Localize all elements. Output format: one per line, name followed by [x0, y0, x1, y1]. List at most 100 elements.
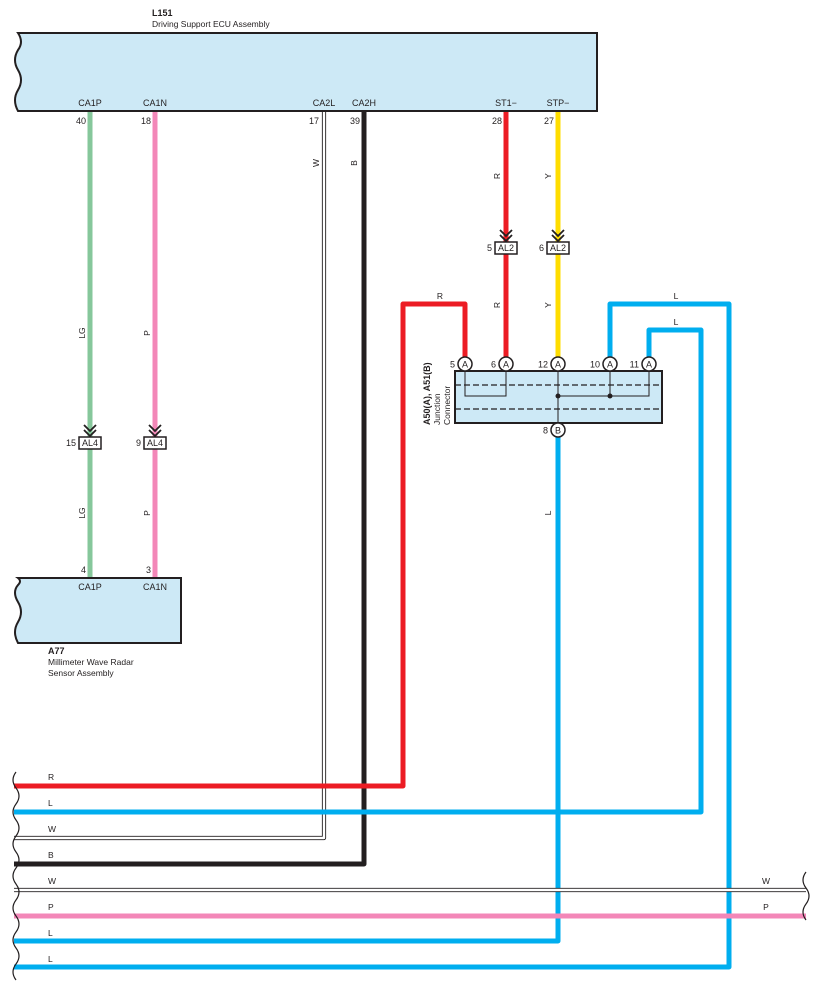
wires-layer — [14, 112, 806, 970]
inline-connector-al2-5: AL2 5 — [487, 229, 518, 255]
bus-label-p: P — [48, 902, 54, 912]
wire-label-jc-pin8: L — [543, 510, 553, 515]
wire-label-ca2l: W — [311, 159, 321, 167]
ecu-terminal-ca1n: CA1N — [143, 98, 167, 108]
junction-pin-5-pin: 5 — [450, 360, 455, 370]
bus-label-l2: L — [48, 928, 53, 938]
junction-connector: A50(A), A51(B) Junction Connector — [422, 362, 663, 425]
ecu-box — [14, 32, 598, 112]
junction-pin-10: A 10 — [590, 356, 618, 372]
wire-label-ca1n-lower: P — [142, 510, 152, 516]
junction-bridge-10-11 — [610, 371, 650, 397]
bus-label-l1: L — [48, 798, 53, 808]
ecu-pin-27: 27 — [544, 116, 554, 126]
inline-connector-al4-9-box — [143, 436, 167, 450]
junction-pin-10-circle — [602, 356, 618, 372]
wire-label-ca1n-upper: P — [142, 330, 152, 336]
bus-label-b: B — [48, 850, 54, 860]
ecu-component: L151 Driving Support ECU Assembly CA1P C… — [14, 8, 598, 126]
ecu-pin-39: 39 — [350, 116, 360, 126]
junction-pin-11: A11 — [630, 356, 657, 372]
inline-connector-al2-6-box — [546, 241, 570, 255]
radar-component: 4 3 CA1P CA1N A77 Millimeter Wave Radar … — [14, 565, 182, 678]
inline-connector-al4-15-name: AL4 — [82, 438, 98, 448]
bus-label-w2-right: W — [762, 876, 770, 886]
wire-jc11-l — [14, 327, 704, 815]
junction-pin-5-conn: A — [462, 360, 468, 370]
junction-pin-11-pin: 11 — [630, 360, 639, 370]
wire-jc5-r — [14, 301, 468, 789]
ecu-terminal-stp: STP− — [547, 98, 570, 108]
junction-splice-dot — [555, 393, 561, 399]
wire-label-ca1p-upper: LG — [77, 327, 87, 338]
inline-connector-al4-15-pin: 15 — [66, 438, 76, 448]
junction-splice-dot — [607, 393, 613, 399]
junction-pin-10-conn: A — [607, 360, 613, 370]
radar-pin-4: 4 — [81, 565, 86, 575]
wire-label-st1-lower: R — [492, 302, 502, 308]
ecu-pin-18: 18 — [141, 116, 151, 126]
radar-code: A77 — [48, 646, 65, 656]
junction-pin-5: A5 — [450, 356, 473, 372]
wire-ca2l-w-outline — [14, 112, 327, 841]
inline-connector-al2-5-name: AL2 — [498, 243, 514, 253]
wire-label-st1-upper: R — [492, 173, 502, 179]
junction-pin-11-circle — [641, 356, 657, 372]
ecu-name: Driving Support ECU Assembly — [152, 19, 270, 29]
wire-label-ca2h: B — [349, 160, 359, 166]
radar-name-line2: Sensor Assembly — [48, 668, 114, 678]
harness-break-left — [12, 771, 20, 981]
wire-jc8-l — [14, 436, 561, 944]
junction-pin-5-circle — [457, 356, 473, 372]
ecu-terminal-ca1p: CA1P — [78, 98, 102, 108]
junction-pin-8-conn: B — [555, 426, 561, 436]
inline-connector-al2-6-pin: 6 — [539, 243, 544, 253]
junction-pin-12-pin: 12 — [538, 360, 548, 370]
inline-connector-al4-15-chevron — [83, 424, 97, 438]
junction-pin-8-circle — [550, 422, 566, 438]
junction-pin-6-pin: 6 — [491, 360, 496, 370]
bus-label-r: R — [48, 772, 54, 782]
inline-connector-al2-5-chevron — [499, 229, 513, 243]
junction-name-line2: Connector — [442, 386, 452, 425]
inline-connector-al4-9-pin: 9 — [136, 438, 141, 448]
radar-terminal-ca1n: CA1N — [143, 582, 167, 592]
wire-label-stp-lower: Y — [543, 302, 553, 308]
wire-label-ca1p-lower: LG — [77, 507, 87, 518]
junction-pin-6-conn: A — [503, 360, 509, 370]
wire-label-jc-pin5: R — [437, 291, 443, 301]
inline-connector-al2-5-pin: 5 — [487, 243, 492, 253]
ecu-pin-28: 28 — [492, 116, 502, 126]
junction-pin-12: A 12 — [538, 356, 566, 372]
junction-pin-8: B8 — [543, 422, 566, 438]
bus-label-l3: L — [48, 954, 53, 964]
junction-name-line1: Junction — [432, 393, 442, 425]
ecu-code: L151 — [152, 8, 173, 18]
ecu-pin-17: 17 — [309, 116, 319, 126]
inline-connector-al4-9-name: AL4 — [147, 438, 163, 448]
junction-code: A50(A), A51(B) — [422, 362, 432, 425]
wire-labels: LG LG P P W B R R Y Y R L L L — [77, 159, 679, 519]
radar-pin-3: 3 — [146, 565, 151, 575]
bus-label-w1: W — [48, 824, 56, 834]
radar-terminal-ca1p: CA1P — [78, 582, 102, 592]
bus-label-w2: W — [48, 876, 56, 886]
ecu-pin-40: 40 — [76, 116, 86, 126]
wire-label-jc-pin10: L — [674, 291, 679, 301]
wire-ca2l-w — [14, 112, 326, 840]
bus-label-p-right: P — [763, 902, 769, 912]
inline-connector-al2-6-chevron — [551, 229, 565, 243]
inline-connector-al2-6: AL2 6 — [539, 229, 570, 255]
radar-box — [14, 577, 182, 644]
inline-connector-al4-15-box — [78, 436, 102, 450]
wire-label-stp-upper: Y — [543, 173, 553, 179]
ecu-terminal-st1: ST1− — [495, 98, 517, 108]
junction-pin-12-conn: A — [555, 360, 561, 370]
junction-pin-10-pin: 10 — [590, 360, 600, 370]
ecu-terminal-ca2h: CA2H — [352, 98, 376, 108]
inline-connector-al2-6-name: AL2 — [550, 243, 566, 253]
inline-connector-al4-9-chevron — [148, 424, 162, 438]
inline-connector-al4-9: AL4 9 — [136, 424, 167, 450]
